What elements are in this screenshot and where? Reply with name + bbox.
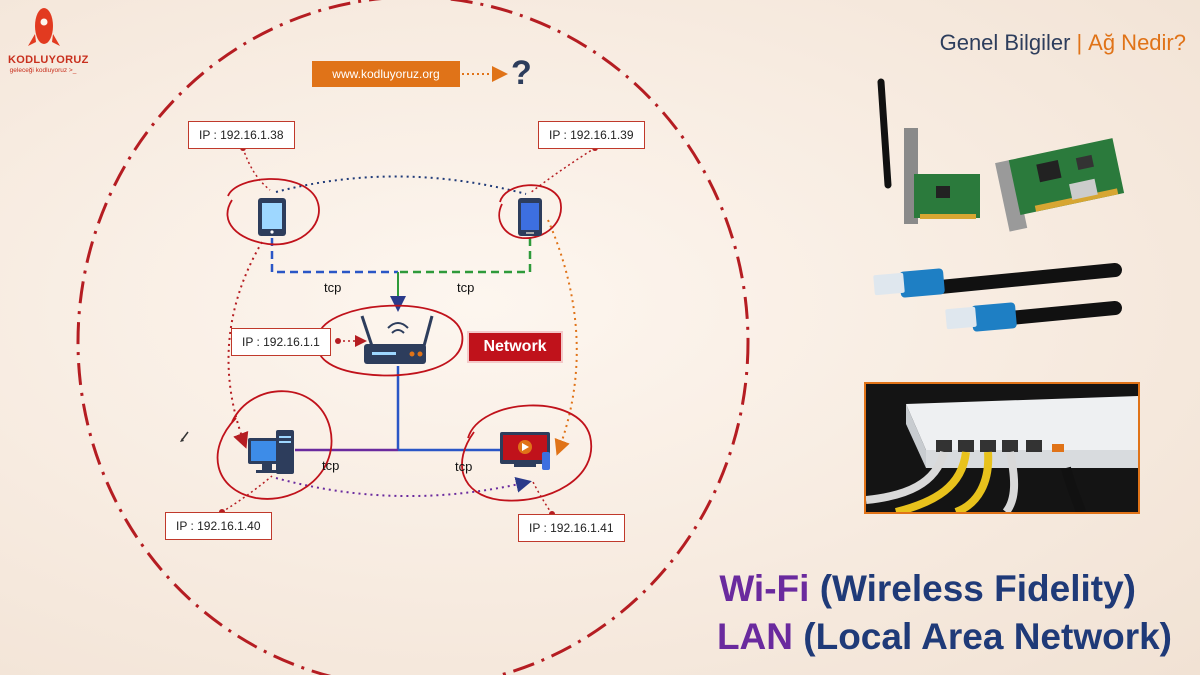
lan-line-phone (398, 238, 532, 274)
rocket-icon (28, 8, 60, 46)
wifi-link-bottom (275, 476, 532, 498)
wifi-caption: Wi-Fi (Wireless Fidelity) (719, 568, 1136, 610)
ip-label-router: IP : 192.16.1.1 (231, 328, 331, 356)
tcp-label: tcp (322, 458, 340, 473)
ip-label-desktop: IP : 192.16.1.40 (165, 512, 272, 540)
lan-full: (Local Area Network) (803, 616, 1172, 657)
pencil-cursor-icon (180, 431, 189, 442)
logo-tagline: geleceği kodluyoruz >_ (9, 67, 77, 74)
lan-abbr: LAN (716, 616, 793, 657)
logo-name: KODLUYORUZ (8, 54, 89, 66)
desktop-icon (248, 430, 294, 474)
handdrawn-circle-tablet (226, 178, 320, 246)
header-section: Genel Bilgiler (939, 30, 1071, 55)
url-label: www.kodluyoruz.org (312, 61, 460, 87)
question-mark: ? (511, 54, 532, 92)
network-boundary-circle (76, 0, 750, 675)
handdrawn-circle-tv (461, 404, 593, 502)
wifi-link-top (275, 175, 527, 195)
ip-label-tablet: IP : 192.16.1.38 (188, 121, 295, 149)
tablet-icon (258, 198, 286, 236)
tv-icon (500, 432, 550, 470)
network-badge: Network (469, 333, 561, 361)
lan-line-tablet (270, 238, 398, 274)
wifi-full: (Wireless Fidelity) (819, 568, 1136, 609)
handdrawn-circle-desktop (216, 390, 333, 500)
handdrawn-circle-phone (498, 184, 562, 239)
handdrawn-circle-router (317, 304, 464, 377)
phone-icon (518, 198, 542, 236)
router-ports-image (864, 382, 1140, 514)
ethernet-cable-image (873, 263, 1122, 332)
ip-pointer-phone (529, 147, 596, 194)
lan-caption: LAN (Local Area Network) (717, 616, 1172, 658)
router-icon (360, 315, 434, 364)
wifi-abbr: Wi-Fi (719, 568, 810, 609)
ip-pointer-tablet (242, 147, 271, 191)
ip-label-tv: IP : 192.16.1.41 (518, 514, 625, 542)
tcp-label: tcp (324, 280, 342, 295)
network-card-image (877, 78, 1125, 232)
ip-label-phone: IP : 192.16.1.39 (538, 121, 645, 149)
tcp-label: tcp (457, 280, 475, 295)
header-separator: | (1076, 30, 1083, 55)
ip-pointer-desktop (221, 475, 273, 513)
tcp-label: tcp (455, 459, 473, 474)
page-header: Genel Bilgiler|Ağ Nedir? (940, 30, 1186, 56)
header-topic: Ağ Nedir? (1088, 30, 1186, 55)
